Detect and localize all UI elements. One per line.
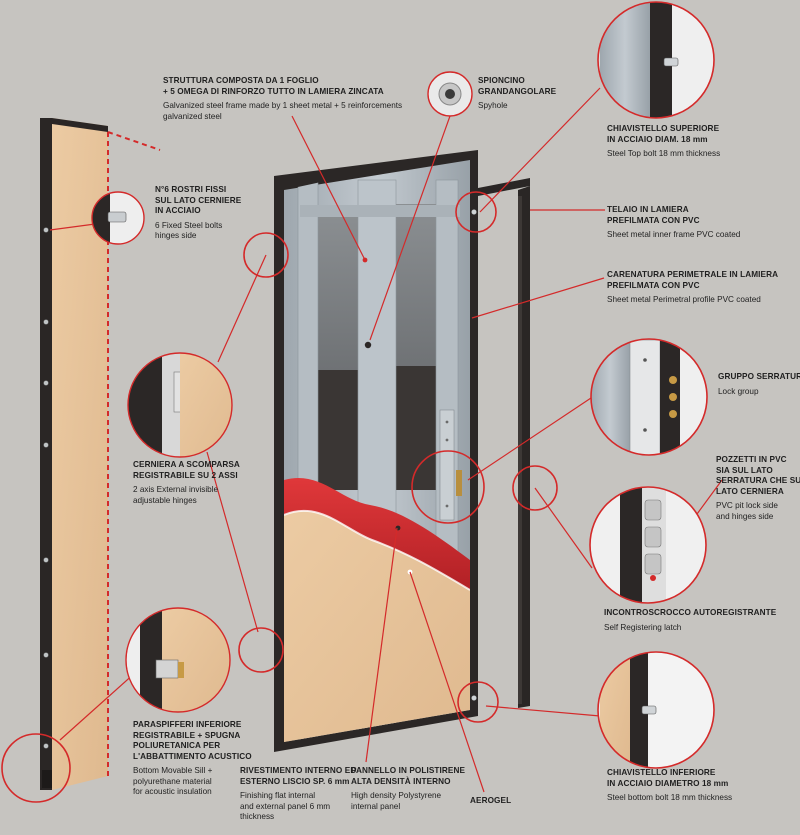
detail-lock-group bbox=[590, 338, 708, 456]
label-paraspifferi-it: PARASPIFFERI INFERIORE REGISTRABILE + SP… bbox=[133, 720, 252, 761]
door-leaf bbox=[274, 150, 478, 752]
label-carenatura-it: CARENATURA PERIMETRALE IN LAMIERA PREFIL… bbox=[607, 270, 779, 290]
label-incontroscrocco-en: Self Registering latch bbox=[604, 622, 682, 632]
label-telaio: TELAIO IN LAMIERA PREFILMATA CON PVC She… bbox=[607, 205, 740, 241]
label-rivestimento: RIVESTIMENTO INTERNO ED ESTERNO LISCIO S… bbox=[240, 766, 356, 823]
detail-pvc-pits bbox=[589, 486, 707, 604]
line-top-bolt bbox=[479, 87, 601, 213]
line-aerogel bbox=[409, 571, 485, 793]
marker-latch bbox=[512, 465, 558, 511]
line-hinge-top bbox=[217, 254, 267, 363]
label-carenatura: CARENATURA PERIMETRALE IN LAMIERA PREFIL… bbox=[607, 270, 778, 306]
detail-fixed-bolts bbox=[91, 191, 145, 245]
line-bottom-bolt bbox=[485, 705, 601, 717]
label-cerniera-it: CERNIERA A SCOMPARSA REGISTRABILE SU 2 A… bbox=[133, 460, 240, 480]
side-profile-edge bbox=[40, 118, 52, 790]
label-incontroscrocco-it: INCONTROSCROCCO AUTOREGISTRANTE bbox=[604, 608, 777, 617]
side-profile-dashed-line bbox=[107, 131, 161, 151]
label-chiavistello-sup-en: Steel Top bolt 18 mm thickness bbox=[607, 149, 721, 158]
marker-sill bbox=[1, 733, 71, 803]
label-rostri-it: N°6 ROSTRI FISSI SUL LATO CERNIERE IN AC… bbox=[155, 185, 242, 215]
line-latch bbox=[534, 487, 593, 569]
marker-hinge-bottom bbox=[238, 627, 284, 673]
label-cerniera-en: 2 axis External invisible adjustable hin… bbox=[133, 485, 219, 505]
label-chiavistello-inferiore: CHIAVISTELLO INFERIORE IN ACCIAIO DIAMET… bbox=[607, 768, 732, 804]
label-aerogel: AEROGEL bbox=[470, 796, 511, 807]
label-struttura-it: STRUTTURA COMPOSTA DA 1 FOGLIO + 5 OMEGA… bbox=[163, 76, 384, 96]
label-serratura-en: Lock group bbox=[718, 386, 759, 396]
line-serratura bbox=[467, 395, 595, 481]
label-pannello: PANNELLO IN POLISTIRENE ALTA DENSITÀ INT… bbox=[351, 766, 465, 812]
label-incontroscrocco: INCONTROSCROCCO AUTOREGISTRANTE Self Reg… bbox=[604, 608, 776, 633]
label-pozzetti: POZZETTI IN PVC SIA SUL LATO SERRATURA C… bbox=[716, 455, 800, 522]
detail-hinge bbox=[127, 352, 233, 458]
label-rostri: N°6 ROSTRI FISSI SUL LATO CERNIERE IN AC… bbox=[155, 185, 241, 242]
marker-bottom-bolt bbox=[457, 681, 499, 723]
label-paraspifferi: PARASPIFFERI INFERIORE REGISTRABILE + SP… bbox=[133, 720, 252, 798]
label-pannello-en: High density Polystyrene internal panel bbox=[351, 791, 442, 811]
label-serratura: GRUPPO SERRATURA Lock group bbox=[718, 372, 800, 397]
label-aerogel-it: AEROGEL bbox=[470, 796, 512, 805]
label-pozzetti-it: POZZETTI IN PVC SIA SUL LATO SERRATURA C… bbox=[716, 455, 800, 496]
label-carenatura-en: Sheet metal Perimetral profile PVC coate… bbox=[607, 295, 761, 304]
marker-circles bbox=[1, 191, 558, 803]
side-profile bbox=[40, 118, 161, 790]
label-paraspifferi-en: Bottom Movable Sill + polyurethane mater… bbox=[133, 766, 213, 796]
label-spioncino-en: Spyhole bbox=[478, 101, 508, 110]
side-profile-panel bbox=[52, 118, 108, 790]
finishing-panel bbox=[284, 510, 470, 742]
label-telaio-en: Sheet metal inner frame PVC coated bbox=[607, 230, 741, 239]
label-chiavistello-sup-it: CHIAVISTELLO SUPERIORE IN ACCIAIO DIAM. … bbox=[607, 124, 720, 144]
label-chiavistello-inf-en: Steel bottom bolt 18 mm thickness bbox=[607, 793, 733, 802]
label-spioncino-it: SPIONCINO GRANDANGOLARE bbox=[478, 76, 557, 96]
label-chiavistello-inf-it: CHIAVISTELLO INFERIORE IN ACCIAIO DIAMET… bbox=[607, 768, 729, 788]
label-spioncino: SPIONCINO GRANDANGOLARE Spyhole bbox=[478, 76, 556, 112]
line-hinge-bottom bbox=[206, 451, 259, 633]
marker-top-bolt bbox=[455, 191, 497, 233]
detail-bottom-sill bbox=[125, 607, 231, 713]
detail-spyhole bbox=[427, 71, 473, 117]
marker-hinge-top bbox=[243, 232, 289, 278]
door-frame bbox=[478, 178, 530, 708]
label-struttura-en: Galvanized steel frame made by 1 sheet m… bbox=[163, 101, 403, 121]
label-rivestimento-it: RIVESTIMENTO INTERNO ED ESTERNO LISCIO S… bbox=[240, 766, 357, 786]
line-struttura bbox=[291, 115, 366, 261]
line-carenatura bbox=[471, 277, 605, 319]
label-rostri-en: 6 Fixed Steel bolts hinges side bbox=[155, 220, 223, 241]
label-cerniera: CERNIERA A SCOMPARSA REGISTRABILE SU 2 A… bbox=[133, 460, 240, 506]
label-chiavistello-superiore: CHIAVISTELLO SUPERIORE IN ACCIAIO DIAM. … bbox=[607, 124, 720, 160]
label-pannello-it: PANNELLO IN POLISTIRENE ALTA DENSITÀ INT… bbox=[351, 766, 466, 786]
detail-top-bolt bbox=[597, 1, 715, 119]
line-pannello bbox=[365, 527, 398, 763]
marker-lock bbox=[411, 450, 485, 524]
label-rivestimento-en: Finishing flat internal and external pan… bbox=[240, 791, 331, 821]
line-spioncino bbox=[369, 115, 451, 341]
label-struttura: STRUTTURA COMPOSTA DA 1 FOGLIO + 5 OMEGA… bbox=[163, 76, 402, 122]
label-pozzetti-en: PVC pit lock side and hinges side bbox=[716, 501, 778, 521]
label-telaio-it: TELAIO IN LAMIERA PREFILMATA CON PVC bbox=[607, 205, 700, 225]
label-serratura-it: GRUPPO SERRATURA bbox=[718, 372, 800, 381]
detail-bottom-bolt bbox=[597, 651, 715, 769]
